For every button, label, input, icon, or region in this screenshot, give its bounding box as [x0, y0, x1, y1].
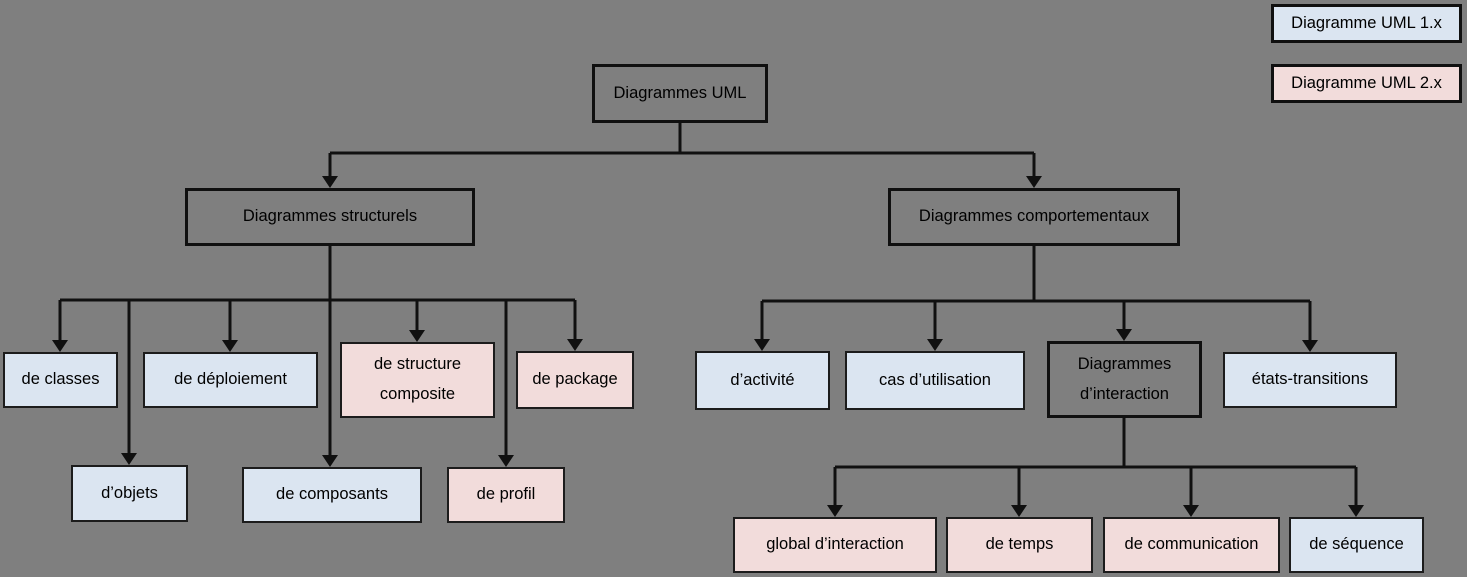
node-label: états-transitions — [1251, 370, 1369, 389]
connector-group-comportementaux — [754, 246, 1318, 352]
node-label: Diagrammes UML — [613, 83, 747, 102]
legend-label: Diagramme UML 1.x — [1291, 13, 1442, 32]
node-global-d-interaction: global d’interaction — [733, 517, 937, 573]
node-diagrammes-uml: Diagrammes UML — [592, 64, 768, 123]
node-de-sequence: de séquence — [1289, 517, 1424, 573]
connector-group-structurels — [52, 246, 583, 467]
node-de-composants: de composants — [242, 467, 422, 523]
node-label: de composants — [276, 485, 388, 504]
connector-lines — [760, 246, 1312, 344]
node-label: de déploiement — [174, 370, 287, 389]
connector-arrowheads — [754, 329, 1318, 352]
node-de-communication: de communication — [1103, 517, 1280, 573]
node-d-objets: d’objets — [71, 465, 188, 522]
node-label: de classes — [21, 370, 100, 389]
node-label: de profil — [476, 485, 536, 504]
node-label: de séquence — [1309, 535, 1404, 554]
node-de-temps: de temps — [946, 517, 1093, 573]
node-label: Diagrammes d’interaction — [1077, 354, 1172, 403]
node-de-profil: de profil — [447, 467, 565, 523]
node-de-package: de package — [516, 351, 634, 409]
node-label: de structure composite — [373, 355, 462, 403]
node-label: Diagrammes comportementaux — [918, 207, 1150, 226]
node-diagrammes-comportementaux: Diagrammes comportementaux — [888, 188, 1180, 246]
node-label: de package — [532, 370, 618, 389]
node-label: Diagrammes structurels — [242, 207, 418, 226]
node-label: d’activité — [730, 370, 795, 389]
node-de-structure-composite: de structure composite — [340, 342, 495, 418]
node-diagrammes-interaction: Diagrammes d’interaction — [1047, 341, 1202, 418]
node-label: cas d’utilisation — [879, 370, 991, 389]
connector-arrowheads — [322, 176, 1042, 188]
node-etats-transitions: états-transitions — [1223, 352, 1397, 408]
legend-item-uml-2x: Diagramme UML 2.x — [1271, 64, 1462, 103]
connector-lines — [328, 123, 1036, 180]
node-de-classes: de classes — [3, 352, 118, 408]
connector-group-interaction — [827, 418, 1364, 517]
connector-lines — [833, 418, 1358, 509]
legend-label: Diagramme UML 2.x — [1291, 73, 1442, 92]
node-cas-d-utilisation: cas d’utilisation — [845, 351, 1025, 410]
node-label: global d’interaction — [766, 535, 904, 554]
legend-item-uml-1x: Diagramme UML 1.x — [1271, 4, 1462, 43]
connector-group-root — [322, 123, 1042, 188]
node-label: d’objets — [101, 483, 158, 502]
node-label: de communication — [1124, 535, 1259, 554]
node-d-activite: d’activité — [695, 351, 830, 410]
node-label: de temps — [985, 535, 1054, 554]
connector-lines — [58, 246, 577, 459]
connector-arrowheads — [827, 505, 1364, 517]
node-diagrammes-structurels: Diagrammes structurels — [185, 188, 475, 246]
node-de-deploiement: de déploiement — [143, 352, 318, 408]
